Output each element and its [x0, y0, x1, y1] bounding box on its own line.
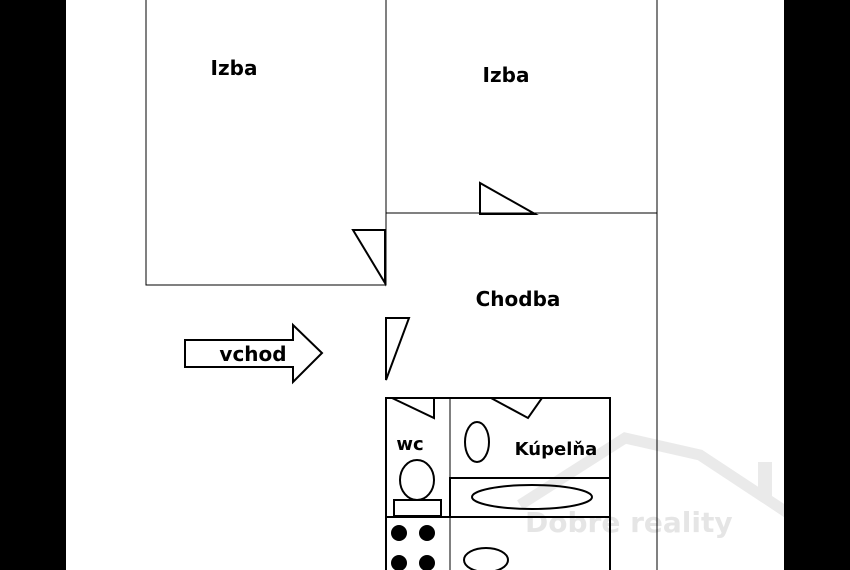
stove-burner — [419, 525, 435, 541]
kitchen-sink — [463, 547, 509, 570]
watermark-text: Dobre reality — [525, 506, 733, 539]
stove-burner — [419, 555, 435, 570]
door-entrance — [385, 317, 411, 381]
room-label-kupelna: Kúpelňa — [515, 439, 598, 460]
house-roof-icon — [517, 432, 784, 518]
room-label-chodba: Chodba — [476, 287, 561, 311]
toilet-bowl — [399, 459, 435, 501]
door-bathroom — [490, 397, 544, 420]
bathtub — [449, 477, 611, 518]
house-chimney-icon — [758, 462, 772, 500]
toilet-tank — [393, 499, 442, 517]
washbasin — [464, 421, 490, 463]
stove-burner — [391, 525, 407, 541]
room-label-izba-left: Izba — [211, 56, 258, 80]
room-izba-left — [145, 0, 387, 286]
entrance-label: vchod — [219, 342, 286, 366]
entrance-arrow-icon — [184, 322, 324, 385]
room-wc-bathroom-block — [385, 397, 611, 570]
stove-burner — [391, 555, 407, 570]
floor-plan: Dobre reality — [145, 0, 784, 570]
watermark: Dobre reality — [517, 432, 784, 539]
room-label-wc: wc — [396, 434, 423, 455]
room-label-izba-right: Izba — [483, 63, 530, 87]
stove — [391, 525, 435, 570]
door-izba-left — [351, 229, 386, 287]
bathtub-basin — [471, 484, 593, 510]
floor-plan-canvas: Dobre reality — [66, 0, 784, 570]
door-izba-right — [479, 181, 539, 215]
room-izba-right — [385, 0, 658, 214]
door-wc — [391, 397, 435, 420]
